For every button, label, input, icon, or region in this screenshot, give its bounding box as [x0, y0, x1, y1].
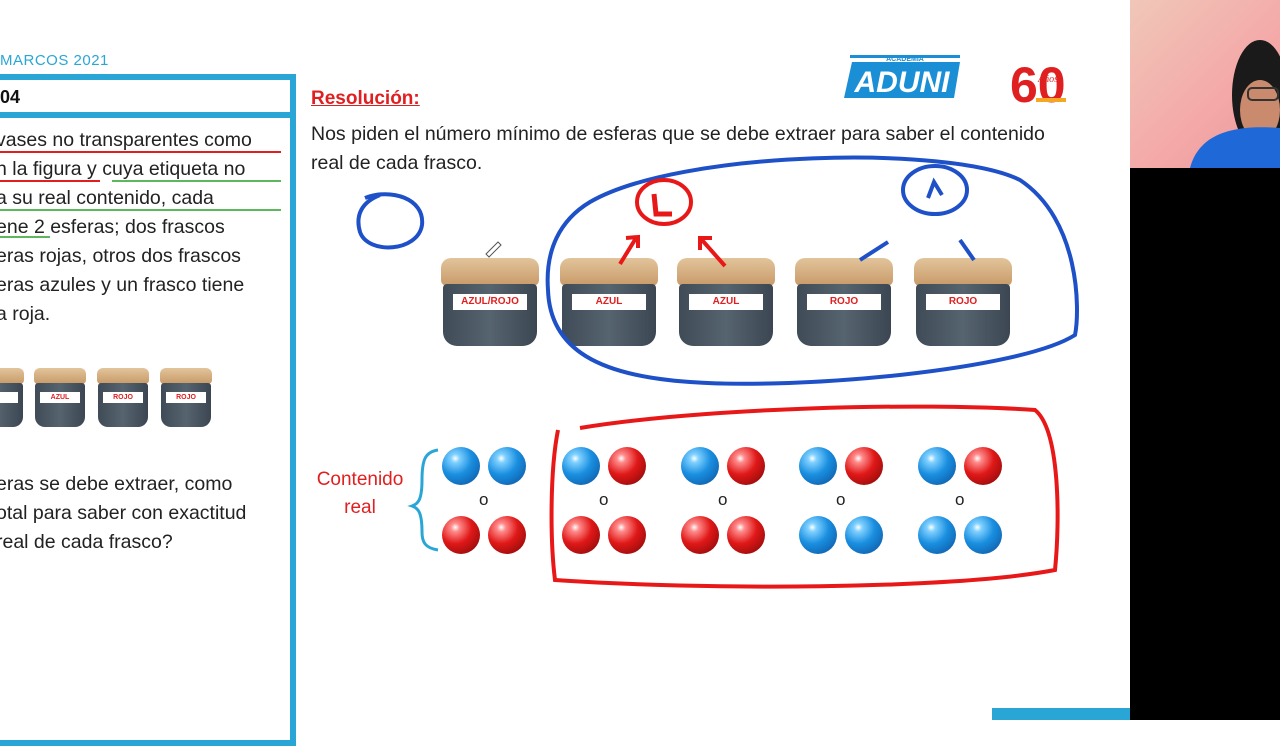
blue-sphere	[918, 516, 956, 554]
blue-sphere	[964, 516, 1002, 554]
green-underline	[0, 209, 281, 211]
red-sphere	[562, 516, 600, 554]
problem-line-7: a roja.	[0, 303, 51, 325]
red-underline	[0, 151, 281, 153]
question-number: 04	[0, 87, 21, 107]
green-underline	[112, 180, 281, 182]
exam-header: MARCOS 2021	[0, 52, 109, 69]
red-underline	[0, 180, 100, 182]
blue-sphere	[488, 447, 526, 485]
red-sphere	[442, 516, 480, 554]
blue-sphere	[799, 447, 837, 485]
red-sphere	[608, 516, 646, 554]
green-underline	[0, 236, 50, 238]
red-sphere	[608, 447, 646, 485]
svg-text:ADUNI: ADUNI	[854, 66, 951, 99]
or-separator: o	[599, 490, 609, 509]
or-separator: o	[955, 490, 965, 509]
red-sphere	[727, 516, 765, 554]
jar-label: ROJO	[926, 294, 1000, 310]
jar-label: AZUL	[689, 294, 763, 310]
red-sphere	[727, 447, 765, 485]
blue-sphere	[681, 447, 719, 485]
or-separator: o	[479, 490, 489, 509]
jar-label: AZUL	[572, 294, 646, 310]
problem-line-4: ene 2 esferas; dos frascos	[0, 216, 225, 238]
or-separator: o	[718, 490, 728, 509]
question-number-bar	[0, 82, 292, 118]
red-sphere	[488, 516, 526, 554]
question-line-1: eras se debe extraer, como	[0, 473, 233, 495]
question-line-3: real de cada frasco?	[0, 531, 173, 553]
question-line-2: otal para saber con exactitud	[0, 502, 247, 524]
jar-label: ROJO	[807, 294, 881, 310]
blue-sphere	[442, 447, 480, 485]
resolution-statement: Nos piden el número mínimo de esferas qu…	[311, 123, 1045, 174]
blue-sphere	[918, 447, 956, 485]
or-separator: o	[836, 490, 846, 509]
webcam-video	[1130, 0, 1280, 168]
problem-line-1: vases no transparentes como	[0, 129, 252, 151]
contenido-label-line1: Contenido	[316, 469, 404, 490]
problem-line-6: eras azules y un frasco tiene	[0, 274, 245, 296]
svg-text:60: 60	[1010, 57, 1066, 112]
red-sphere	[964, 447, 1002, 485]
blue-sphere	[562, 447, 600, 485]
contenido-real-label: Contenido real	[305, 466, 415, 522]
svg-text:Años: Años	[1037, 74, 1058, 85]
red-sphere	[845, 447, 883, 485]
aduni-logo: ACADEMIA ADUNI 60 Años	[844, 55, 1066, 112]
red-sphere	[681, 516, 719, 554]
handwritten-annotations	[356, 155, 1079, 589]
svg-text:ACADEMIA: ACADEMIA	[886, 56, 924, 63]
jar-label: AZUL/ROJO	[453, 294, 527, 310]
blue-sphere	[845, 516, 883, 554]
problem-line-3: a su real contenido, cada	[0, 187, 214, 209]
contenido-label-line2: real	[344, 497, 376, 518]
blue-sphere	[799, 516, 837, 554]
problem-line-2: n la figura y cuya etiqueta no	[0, 158, 246, 180]
problem-line-5: eras rojas, otros dos frascos	[0, 245, 241, 267]
resolution-title: Resolución:	[311, 88, 420, 109]
bottom-accent-bar	[992, 708, 1130, 720]
